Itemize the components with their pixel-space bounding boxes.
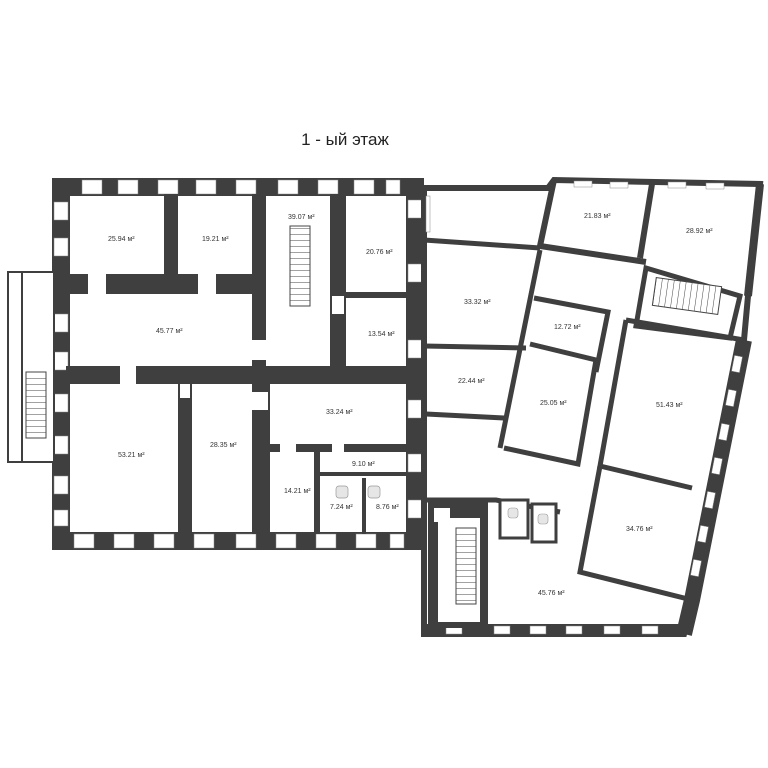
room-area-label: 7.24 м² xyxy=(330,504,353,511)
room-area-label: 21.83 м² xyxy=(584,213,611,220)
room-area-label: 45.77 м² xyxy=(156,328,183,335)
room-area-label: 25.94 м² xyxy=(108,236,135,243)
floor-title: 1 - ый этаж xyxy=(301,130,389,149)
left-annex xyxy=(7,271,55,463)
room-area-label: 9.10 м² xyxy=(352,461,375,468)
stair-left xyxy=(25,371,47,439)
room-area-label: 53.21 м² xyxy=(118,452,145,459)
stair-right-bottom xyxy=(455,527,477,605)
room-area-label: 45.76 м² xyxy=(538,590,565,597)
stair-center xyxy=(289,225,311,307)
room-area-label: 12.72 м² xyxy=(554,324,581,331)
wc-fixtures xyxy=(335,485,381,499)
room-area-label: 33.24 м² xyxy=(326,409,353,416)
room-area-label: 39.07 м² xyxy=(288,214,315,221)
room-area-label: 22.44 м² xyxy=(458,378,485,385)
room-area-label: 14.21 м² xyxy=(284,488,311,495)
room-area-label: 51.43 м² xyxy=(656,402,683,409)
left-building xyxy=(52,178,424,550)
room-area-label: 20.76 м² xyxy=(366,249,393,256)
room-area-label: 8.76 м² xyxy=(376,504,399,511)
stair-right-top xyxy=(651,276,723,316)
room-area-label: 34.76 м² xyxy=(626,526,653,533)
room-area-label: 13.54 м² xyxy=(368,331,395,338)
room-area-label: 33.32 м² xyxy=(464,299,491,306)
room-area-label: 25.05 м² xyxy=(540,400,567,407)
room-area-label: 28.92 м² xyxy=(686,228,713,235)
room-area-label: 28.35 м² xyxy=(210,442,237,449)
right-wing xyxy=(421,176,764,637)
room-labels: 25.94 м² 19.21 м² 39.07 м² 20.76 м² 45.7… xyxy=(108,213,713,597)
room-area-label: 19.21 м² xyxy=(202,236,229,243)
